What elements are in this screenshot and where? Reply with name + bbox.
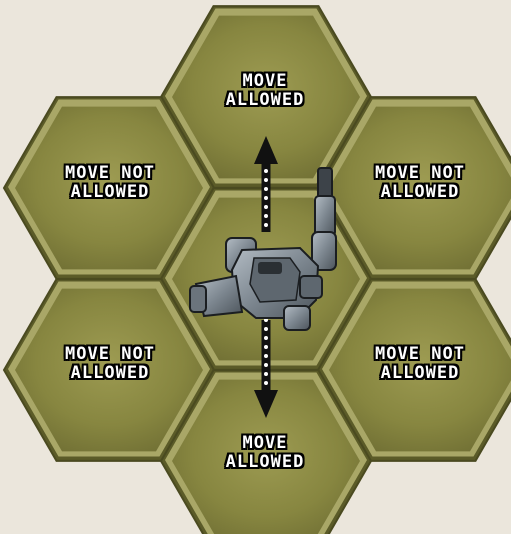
hex-south-line2: ALLOWED bbox=[190, 453, 340, 472]
hex-north-line1: MOVE bbox=[190, 72, 340, 91]
hex-southwest-line1: MOVE NOT bbox=[20, 345, 200, 364]
hex-northwest-line1: MOVE NOT bbox=[20, 164, 200, 183]
hex-north-line2: ALLOWED bbox=[190, 91, 340, 110]
hex-northwest-line2: ALLOWED bbox=[20, 183, 200, 202]
hex-northeast-line2: ALLOWED bbox=[330, 183, 510, 202]
hex-south-line1: MOVE bbox=[190, 434, 340, 453]
hex-southeast-label: MOVE NOT ALLOWED bbox=[330, 345, 510, 383]
hex-southwest-label: MOVE NOT ALLOWED bbox=[20, 345, 200, 383]
hex-south-label: MOVE ALLOWED bbox=[190, 434, 340, 472]
hex-southeast-line2: ALLOWED bbox=[330, 364, 510, 383]
hex-southwest-line2: ALLOWED bbox=[20, 364, 200, 383]
hex-southeast-line1: MOVE NOT bbox=[330, 345, 510, 364]
hex-northeast-label: MOVE NOT ALLOWED bbox=[330, 164, 510, 202]
hex-north-label: MOVE ALLOWED bbox=[190, 72, 340, 110]
hex-northwest-label: MOVE NOT ALLOWED bbox=[20, 164, 200, 202]
hex-northeast-line1: MOVE NOT bbox=[330, 164, 510, 183]
